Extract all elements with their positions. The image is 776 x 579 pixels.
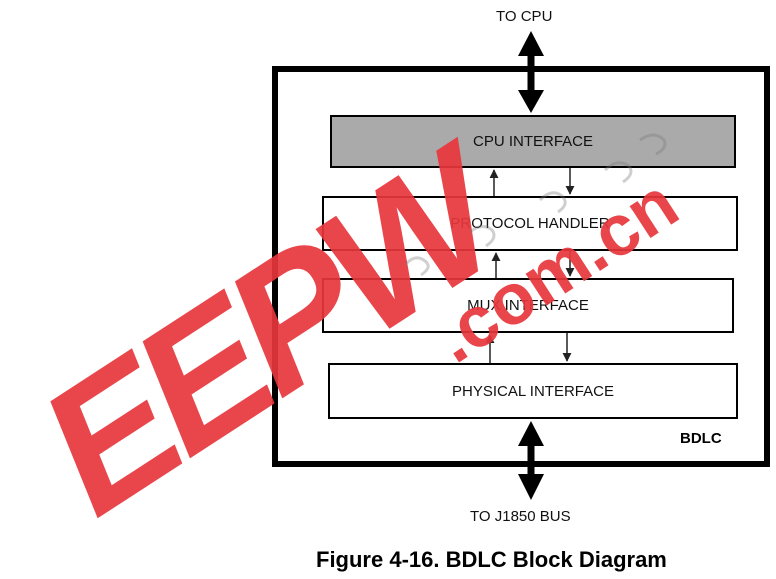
figure-caption: Figure 4-16. BDLC Block Diagram (316, 547, 667, 572)
physical-interface-block: PHYSICAL INTERFACE (328, 363, 738, 419)
cpu-interface-block: CPU INTERFACE (330, 115, 736, 168)
to-cpu-label: TO CPU (496, 8, 553, 25)
cpu-bus-arrow (518, 31, 544, 113)
mux-interface-label: MUX INTERFACE (467, 297, 589, 314)
cpu-interface-label: CPU INTERFACE (472, 133, 593, 150)
mux-interface-block: MUX INTERFACE (322, 278, 734, 333)
protocol-handler-block: PROTOCOL HANDLER (322, 196, 738, 251)
physical-interface-label: PHYSICAL INTERFACE (452, 382, 614, 400)
j1850-bus-arrow (518, 421, 544, 500)
protocol-handler-label: PROTOCOL HANDLER (450, 215, 610, 232)
bdlc-label: BDLC (680, 430, 722, 447)
bdlc-container (272, 66, 770, 467)
to-j1850-bus-label: TO J1850 BUS (470, 508, 571, 525)
